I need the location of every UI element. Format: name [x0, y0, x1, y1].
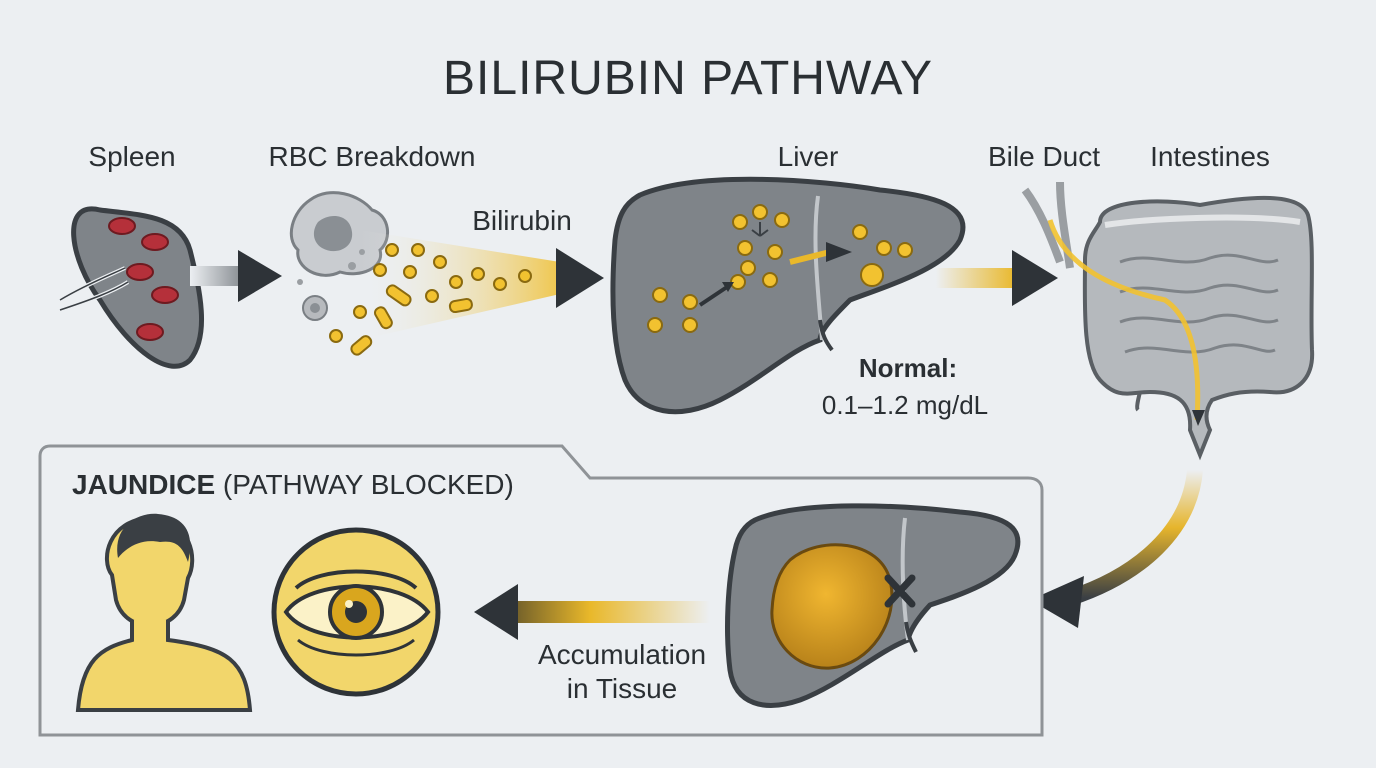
bile-duct-icon: [1021, 181, 1205, 426]
arrow-spleen-to-rbc: [190, 250, 282, 302]
accumulation-line2: in Tissue: [567, 673, 678, 704]
bilirubin-stream: [329, 230, 604, 356]
person-icon: [75, 513, 253, 712]
liver-label: Liver: [778, 141, 839, 172]
intestines-label: Intestines: [1150, 141, 1270, 172]
arrow-liver-to-intestines: [936, 250, 1058, 306]
jaundice-heading: JAUNDICE (PATHWAY BLOCKED): [72, 469, 514, 500]
bilirubin-label: Bilirubin: [472, 205, 572, 236]
arrow-liver-to-eye: [474, 584, 710, 640]
accumulation-line1: Accumulation: [538, 639, 706, 670]
normal-range: 0.1–1.2 mg/dL: [822, 390, 988, 420]
arrow-intestines-to-blocked-liver: [1030, 469, 1203, 628]
rbc-breakdown-label: RBC Breakdown: [269, 141, 476, 172]
page-title: BILIRUBIN PATHWAY: [443, 52, 933, 105]
bile-duct-label: Bile Duct: [988, 141, 1100, 172]
jaundice-heading-bold: JAUNDICE: [72, 469, 215, 500]
spleen-icon: [58, 206, 204, 369]
spleen-label: Spleen: [88, 141, 175, 172]
liver-icon: [610, 176, 966, 415]
normal-label: Normal:: [859, 353, 957, 383]
yellow-eye-icon: [271, 527, 441, 697]
blocked-liver-icon: [725, 503, 1021, 708]
intestines-icon: [1082, 195, 1315, 461]
jaundice-heading-rest: (PATHWAY BLOCKED): [215, 469, 514, 500]
